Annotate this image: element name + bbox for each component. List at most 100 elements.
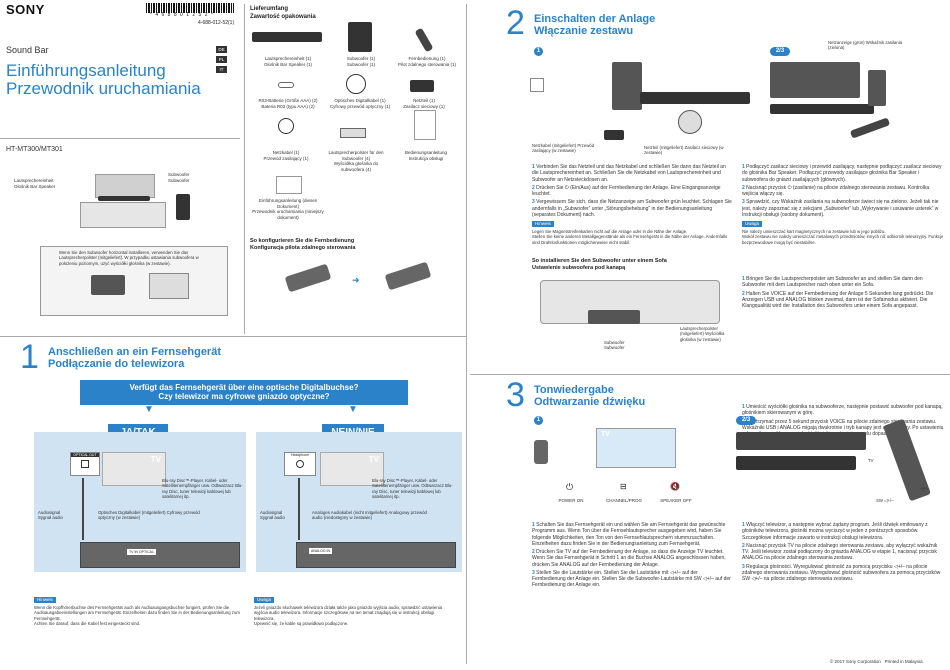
uwaga-label: Uwaga [742,221,763,227]
remote-sw-callout: SW ◁+/– [876,498,894,503]
horizontal-note-text: Wenn Sie den Subwoofer horizontal instal… [59,250,199,266]
subwoofer-illustration [176,194,190,220]
analog-cable-illustration [298,478,300,540]
step-23-marker: 2/3 [736,416,756,425]
step-1-marker: 1 [534,416,543,425]
step-item: 1 Bringen Sie die Lautsprecherpolster am… [742,276,944,289]
yes-signal-label: Audiosignal Sygnał audio [38,510,63,521]
step-item: 3 Vergewissern Sie sich, dass die Netzan… [532,199,732,218]
section-2-heading: Einschalten der Anlage Włączanie zestawu [534,13,655,37]
step-number: 2 [742,542,745,549]
package-item-4: R03-Batterie (Größe AAA) (2)Bateria R03 … [250,98,326,109]
speaker-label-pl: Głośnik Bar Speaker [14,183,56,189]
step-item: 1 Podłączyć zasilacz sieciowy i przewód … [742,164,944,183]
step-item: 2 Drücken Sie TV auf der Fernbedienung d… [532,549,732,568]
remote-setup-heading: So konfigurieren Sie die Fernbedienung K… [250,238,355,252]
step-item: 1 Włączyć telewizor, a następnie wybrać … [742,522,944,541]
horizontal-note-box: Wenn Sie den Subwoofer horizontal instal… [40,246,228,316]
section-2-notes-pl: Nie należy umieszczać kart magnetycznych… [742,229,944,245]
optical-question-box: Verfügt das Fernsehgerät über eine optis… [80,380,408,405]
item-de: Bedienungsanleitung [404,150,448,155]
package-item-1: Lautsprechereinheit (1)Głośnik Bar Speak… [250,56,326,67]
no-signal-label: Audiosignal Sygnał audio [260,510,285,521]
step-item: 3 Regulacja głośności. Wyregulować głośn… [742,564,944,583]
step-text: Umieścić wyściółki głośnika na subwoofer… [742,404,943,417]
package-item-6: Netzteil (1)Zasilacz sieciowy (1) [396,98,452,109]
step-item: 1 Schalten Sie das Fernsehgerät ein und … [532,522,732,547]
item-pl: Zasilacz sieciowy (1) [403,103,445,109]
optical-cable-illustration [82,478,84,540]
package-item-2: Subwoofer (1)Subwoofer (1) [336,56,386,67]
subwoofer-front-illustration [868,70,886,106]
sofa-pad-label: Lautsprecherpolster (mitgeliefert) Wyści… [680,326,725,342]
analog-in-port: ANALOG IN [309,548,333,555]
step-text: Nacisnąć przycisk TV na pilocie zdalnego… [742,542,938,562]
item-de: Lautsprechereinheit (1) [264,56,312,61]
pads-item-illustration [340,128,366,138]
step-text: Podłączyć zasilacz sieciowy i przewód za… [742,164,942,183]
step-text: Stellen Sie die Lautstärke ein. Stellen … [532,569,731,589]
step-number: 3 [532,569,535,576]
remote-volume-callout: ◁+/– [920,486,930,491]
tv-label: TV [150,455,161,464]
sofa-heading-pl: Ustawienie subwoofera pod kanapą [532,265,626,272]
item-de: Netzkabel (1) [272,150,300,155]
remote-item-illustration [414,27,434,53]
step-text: Bringen Sie die Lautsprecherpolster am S… [742,276,923,289]
brand-logo: SONY [6,2,45,17]
section-3-heading: Tonwiedergabe Odtwarzanie dźwięku [534,384,645,408]
step-text: Halten Sie VOICE auf der Fernbedienung d… [742,290,934,310]
step-number: 1 [742,522,745,528]
tv-illustration: TV [102,452,166,486]
tv-illustration: TV [596,428,676,468]
printed-in: Printed in Malaysia [884,659,923,664]
tv-in-optical-port: TV IN OPTICAL [127,549,156,556]
item-pl: Subwoofer (1) [346,61,376,67]
step-1-marker: 1 [534,47,543,56]
model-code: 4-688-012-52(1) [198,20,235,26]
item-pl: Głośnik Bar Speaker (1) [263,61,313,67]
startup-guide-item-illustration [276,176,302,194]
section-3-steps-pl: 1 Włączyć telewizor, a następnie wybrać … [742,522,944,582]
tv-label: TV [368,455,379,464]
soundbar-rear-illustration: ANALOG IN [296,542,456,568]
note-item: Jeżeli gniazdo słuchawek telewizora dzia… [254,605,442,621]
speaker-off-label: SPEAKER OFF [660,498,692,503]
item-de: Fernbedienung (1) [408,56,446,61]
section-divider [0,336,466,337]
step-number: 3 [532,199,535,206]
channel-prog-label: CHANNEL/PROG [605,498,642,503]
adapter-label: Netzteil (mitgeliefert) Zasilacz sieciow… [644,145,724,156]
sub-label-pl: Subwoofer [168,177,190,183]
section-2-notes-de: Legen Sie Magnetstreifenkarten nicht auf… [532,229,732,245]
product-name: Sound Bar [6,45,49,55]
manual-item-illustration [414,110,436,140]
soundbar-front-illustration [736,456,856,470]
step-item: 2 Drücken Sie ⏻ (Ein/Aus) auf der Fernbe… [532,185,732,198]
item-pl: Pilot zdalnego sterowania (1) [397,61,457,67]
battery-item-illustration [278,82,294,88]
optical-cable-item-illustration [346,74,366,94]
step-item: 3 Stellen Sie die Lautstärke ein. Stelle… [532,570,732,589]
subwoofer-under-sofa-illustration [588,310,640,324]
step-item: 2 Nacisnąć przycisk TV na pilocie zdalne… [742,543,944,562]
step-number: 1 [532,164,535,170]
adapter-item-illustration [410,80,434,92]
question-pl: Czy telewizor ma cyfrowe gniazdo optyczn… [158,392,330,402]
step-item: 3 Sprawdzić, czy Wskaźnik zasilania na s… [742,199,944,218]
package-item-7: Netzkabel (1)Przewód zasilający (1) [256,150,316,161]
soundbar-illustration [98,196,150,201]
step-number: 1 [532,522,535,528]
remote-setup-heading-de: So konfigurieren Sie die Fernbedienung [250,238,355,244]
soundbar-closeup-illustration [770,62,860,98]
remote-batteries-illustration [384,261,432,291]
subwoofer-horizontal-illustration [91,275,125,295]
soundbar-rear-illustration: TV IN OPTICAL [80,542,240,568]
step-item: 1 Umieścić wyściółki głośnika na subwoof… [742,404,944,417]
section-1-heading: Anschließen an ein Fernsehgerät Podłącza… [48,346,221,370]
headphone-label: Headphone [290,453,310,457]
step-number: 1 [742,276,745,282]
optical-out-label: OPTICAL OUT [71,453,99,458]
item-pl: Przewodnik uruchamiania (niniejszy dokum… [252,209,324,220]
